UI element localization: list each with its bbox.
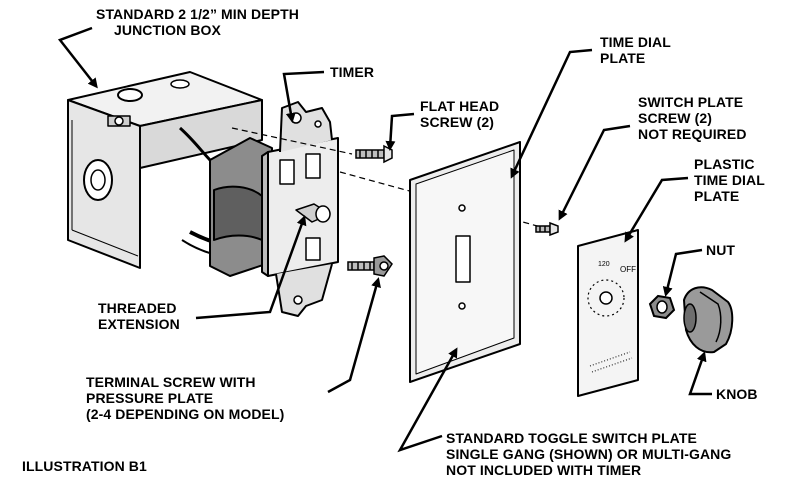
dial-top-number: 120 [598,261,610,268]
junction-box-label-line1: STANDARD 2 1/2” MIN DEPTH [96,6,299,22]
toggle-switch-plate-label-line2: SINGLE GANG (SHOWN) OR MULTI-GANG [446,446,732,462]
plastic-time-dial-plate-label-line3: PLATE [694,188,740,204]
plastic-time-dial-plate-label: PLASTIC TIME DIAL PLATE [694,156,765,204]
threaded-extension-label: THREADED EXTENSION [98,300,180,332]
terminal-screw-label-line2: PRESSURE PLATE [86,390,214,406]
junction-box-label: STANDARD 2 1/2” MIN DEPTH JUNCTION BOX [96,6,299,38]
switch-plate-screw-label-line1: SWITCH PLATE [638,94,744,110]
flat-head-screw-label: FLAT HEAD SCREW (2) [420,98,499,130]
flat-head-screw-label-line2: SCREW (2) [420,114,495,130]
junction-box-label-line2: JUNCTION BOX [114,22,221,38]
plastic-time-dial-plate: 120 OFF [577,229,639,397]
toggle-switch-plate-label: STANDARD TOGGLE SWITCH PLATE SINGLE GANG… [446,430,731,478]
time-dial-plate-label: TIME DIAL PLATE [600,34,671,66]
flat-head-screw-label-line1: FLAT HEAD [420,98,500,114]
knob-label-line1: KNOB [716,386,758,402]
time-dial-plate-label-line2: PLATE [600,50,646,66]
nut-part [648,294,676,320]
plastic-time-dial-plate-label-line1: PLASTIC [694,156,755,172]
switch-plate-screw-label-line2: SCREW (2) [638,110,713,126]
leader-arrows [57,26,712,453]
illustration-caption-text: ILLUSTRATION B1 [22,458,147,474]
switch-plate-screw-label: SWITCH PLATE SCREW (2) NOT REQUIRED [638,94,747,142]
terminal-screw-label: TERMINAL SCREW WITH PRESSURE PLATE (2-4 … [86,374,284,422]
timer-label-line1: TIMER [330,64,375,80]
switch-plate-screw-label-line3: NOT REQUIRED [638,126,747,142]
toggle-switch-plate-label-line3: NOT INCLUDED WITH TIMER [446,462,642,478]
threaded-extension-label-line2: EXTENSION [98,316,180,332]
timer-label: TIMER [330,64,374,80]
terminal-screw-lower [347,255,393,277]
flat-head-screw-upper [355,144,393,164]
threaded-extension-shaft [295,203,331,223]
knob-part [683,286,734,354]
terminal-screw-label-line3: (2-4 DEPENDING ON MODEL) [86,406,285,422]
dial-off-text: OFF [620,265,636,274]
nut-label-line1: NUT [706,242,736,258]
terminal-screw-label-line1: TERMINAL SCREW WITH [86,374,256,390]
junction-box [67,71,263,269]
knob-label: KNOB [716,386,758,402]
plastic-time-dial-plate-label-line2: TIME DIAL [694,172,765,188]
toggle-switch-plate [409,141,521,383]
toggle-switch-plate-label-line1: STANDARD TOGGLE SWITCH PLATE [446,430,697,446]
switch-plate-screw [535,221,559,237]
timer-body [209,101,339,317]
threaded-extension-label-line1: THREADED [98,300,177,316]
time-dial-plate-label-line1: TIME DIAL [600,34,671,50]
illustration-caption: ILLUSTRATION B1 [22,458,147,474]
nut-label: NUT [706,242,735,258]
